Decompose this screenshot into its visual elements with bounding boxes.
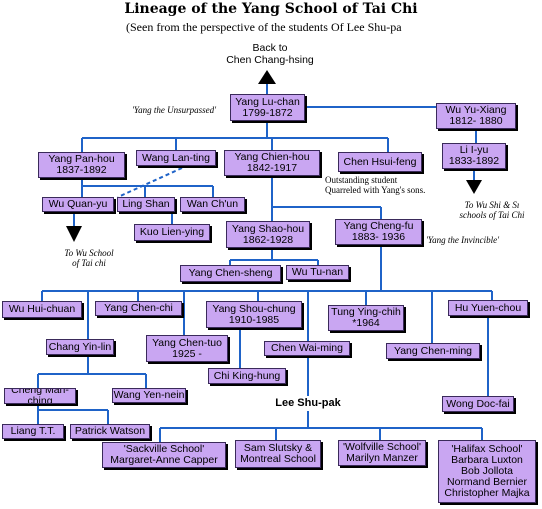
node-yang-chen-chi[interactable]: Yang Chen-chi [95,301,182,316]
node-lee-shu-pak[interactable]: Lee Shu-pak [260,396,356,411]
node-hu-yuen-chou[interactable]: Hu Yuen-chou [448,300,528,316]
node-wong-doc-fai[interactable]: Wong Doc-fai [442,396,514,412]
node-wan-chun[interactable]: Wan Ch'un [180,197,245,212]
node-ling-shan[interactable]: Ling Shan [117,197,175,212]
back-to-line-2: Chen Chang-hsing [226,54,314,66]
node-chang-yin-lin[interactable]: Chang Yin-lin [46,339,114,355]
back-to-label: Back to Chen Chang-hsing [220,42,320,66]
page-subtitle: (Seen from the perspective of the studen… [126,20,402,34]
node-wu-quan-yu[interactable]: Wu Quan-yu [42,197,114,212]
node-cheng-man-ching[interactable]: Cheng Man-ching [4,388,76,404]
node-wolfville-school[interactable]: 'Wolfville School'Marilyn Manzer [338,440,426,466]
node-wu-tu-nan[interactable]: Wu Tu-nan [286,265,349,280]
node-kuo-lien-ying[interactable]: Kuo Lien-ying [134,224,210,241]
node-wang-yen-nein[interactable]: Wang Yen-nein [112,388,186,403]
node-yang-chen-ming[interactable]: Yang Chen-ming [386,343,480,359]
note-to-wu-school: To Wu School of Tai chi [64,248,114,268]
back-to-line-1: Back to [252,42,288,54]
node-wang-lan-ting[interactable]: Wang Lan-ting [136,150,216,166]
node-chen-hsui-feng[interactable]: Chen Hsui-feng [338,152,422,172]
page-title: Lineage of the Yang School of Tai Chi [124,1,418,17]
node-patrick-watson[interactable]: Patrick Watson [70,424,150,439]
node-liang-tt[interactable]: Liang T.T. [2,424,64,439]
note-yang-unsurpassed: 'Yang the Unsurpassed' [132,105,217,115]
note-to-wu-shi: To Wu Shi & Sı schools of Tai Chi [459,200,525,220]
node-montreal-school[interactable]: Sam Slutsky &Montreal School [235,440,321,468]
node-chi-king-hung[interactable]: Chi King-hung [208,368,286,384]
node-sackville-school[interactable]: 'Sackville School'Margaret-Anne Capper [102,442,226,468]
note-yang-invincible: 'Yang the Invincible' [426,235,500,245]
node-tung-ying-chih[interactable]: Tung Ying-chih*1964 [328,305,404,331]
node-yang-chen-sheng[interactable]: Yang Chen-sheng [180,265,281,282]
node-chen-wai-ming[interactable]: Chen Wai-ming [264,341,350,356]
node-wu-hui-chuan[interactable]: Wu Hui-chuan [2,301,82,318]
note-chen-hsui-feng: Outstanding student Quarreled with Yang'… [325,175,426,195]
